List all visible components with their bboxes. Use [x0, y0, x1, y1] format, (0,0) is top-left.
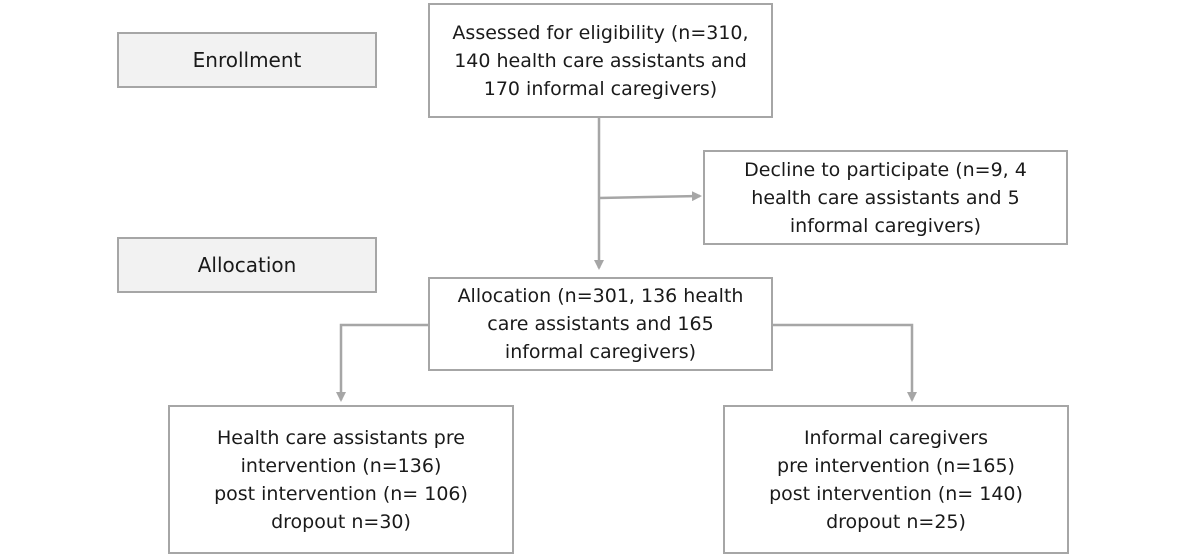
declined-line-2: health care assistants and 5 — [751, 186, 1020, 209]
allocation-line-1: Allocation (n=301, 136 health — [457, 285, 744, 307]
stage-enrollment-label: Enrollment — [192, 48, 302, 72]
stage-enrollment: Enrollment — [117, 32, 377, 88]
declined-box: Decline to participate (n=9, 4 health ca… — [703, 150, 1068, 245]
hca-line-2: intervention (n=136) — [240, 454, 442, 477]
arrow-to-declined — [598, 191, 702, 202]
informal-line-4: dropout n=25) — [826, 510, 966, 533]
informal-line-2: pre intervention (n=165) — [777, 454, 1015, 477]
hca-box: Health care assistants pre intervention … — [168, 405, 514, 554]
hca-line-4: dropout n=30) — [271, 510, 411, 533]
allocation-box: Allocation (n=301, 136 health care assis… — [428, 277, 773, 371]
assessed-line-3: 170 informal caregivers) — [483, 77, 718, 100]
arrow-to-hca — [336, 323, 429, 402]
hca-line-3: post intervention (n= 106) — [214, 482, 468, 505]
informal-line-1: Informal caregivers — [803, 426, 989, 449]
declined-line-3: informal caregivers) — [789, 214, 982, 237]
allocation-line-2: care assistants and 165 — [487, 313, 714, 335]
arrow-to-informal — [771, 323, 917, 402]
informal-box: Informal caregivers pre intervention (n=… — [723, 405, 1069, 554]
stage-allocation-label: Allocation — [197, 253, 297, 277]
informal-line-3: post intervention (n= 140) — [769, 482, 1023, 505]
stage-allocation: Allocation — [117, 237, 377, 293]
assessed-box: Assessed for eligibility (n=310, 140 hea… — [428, 3, 773, 118]
allocation-line-3: informal caregivers) — [504, 341, 697, 363]
declined-line-1: Decline to participate (n=9, 4 — [744, 158, 1027, 181]
assessed-line-2: 140 health care assistants and — [454, 49, 747, 72]
assessed-line-1: Assessed for eligibility (n=310, — [452, 21, 749, 44]
hca-line-1: Health care assistants pre — [217, 426, 465, 449]
